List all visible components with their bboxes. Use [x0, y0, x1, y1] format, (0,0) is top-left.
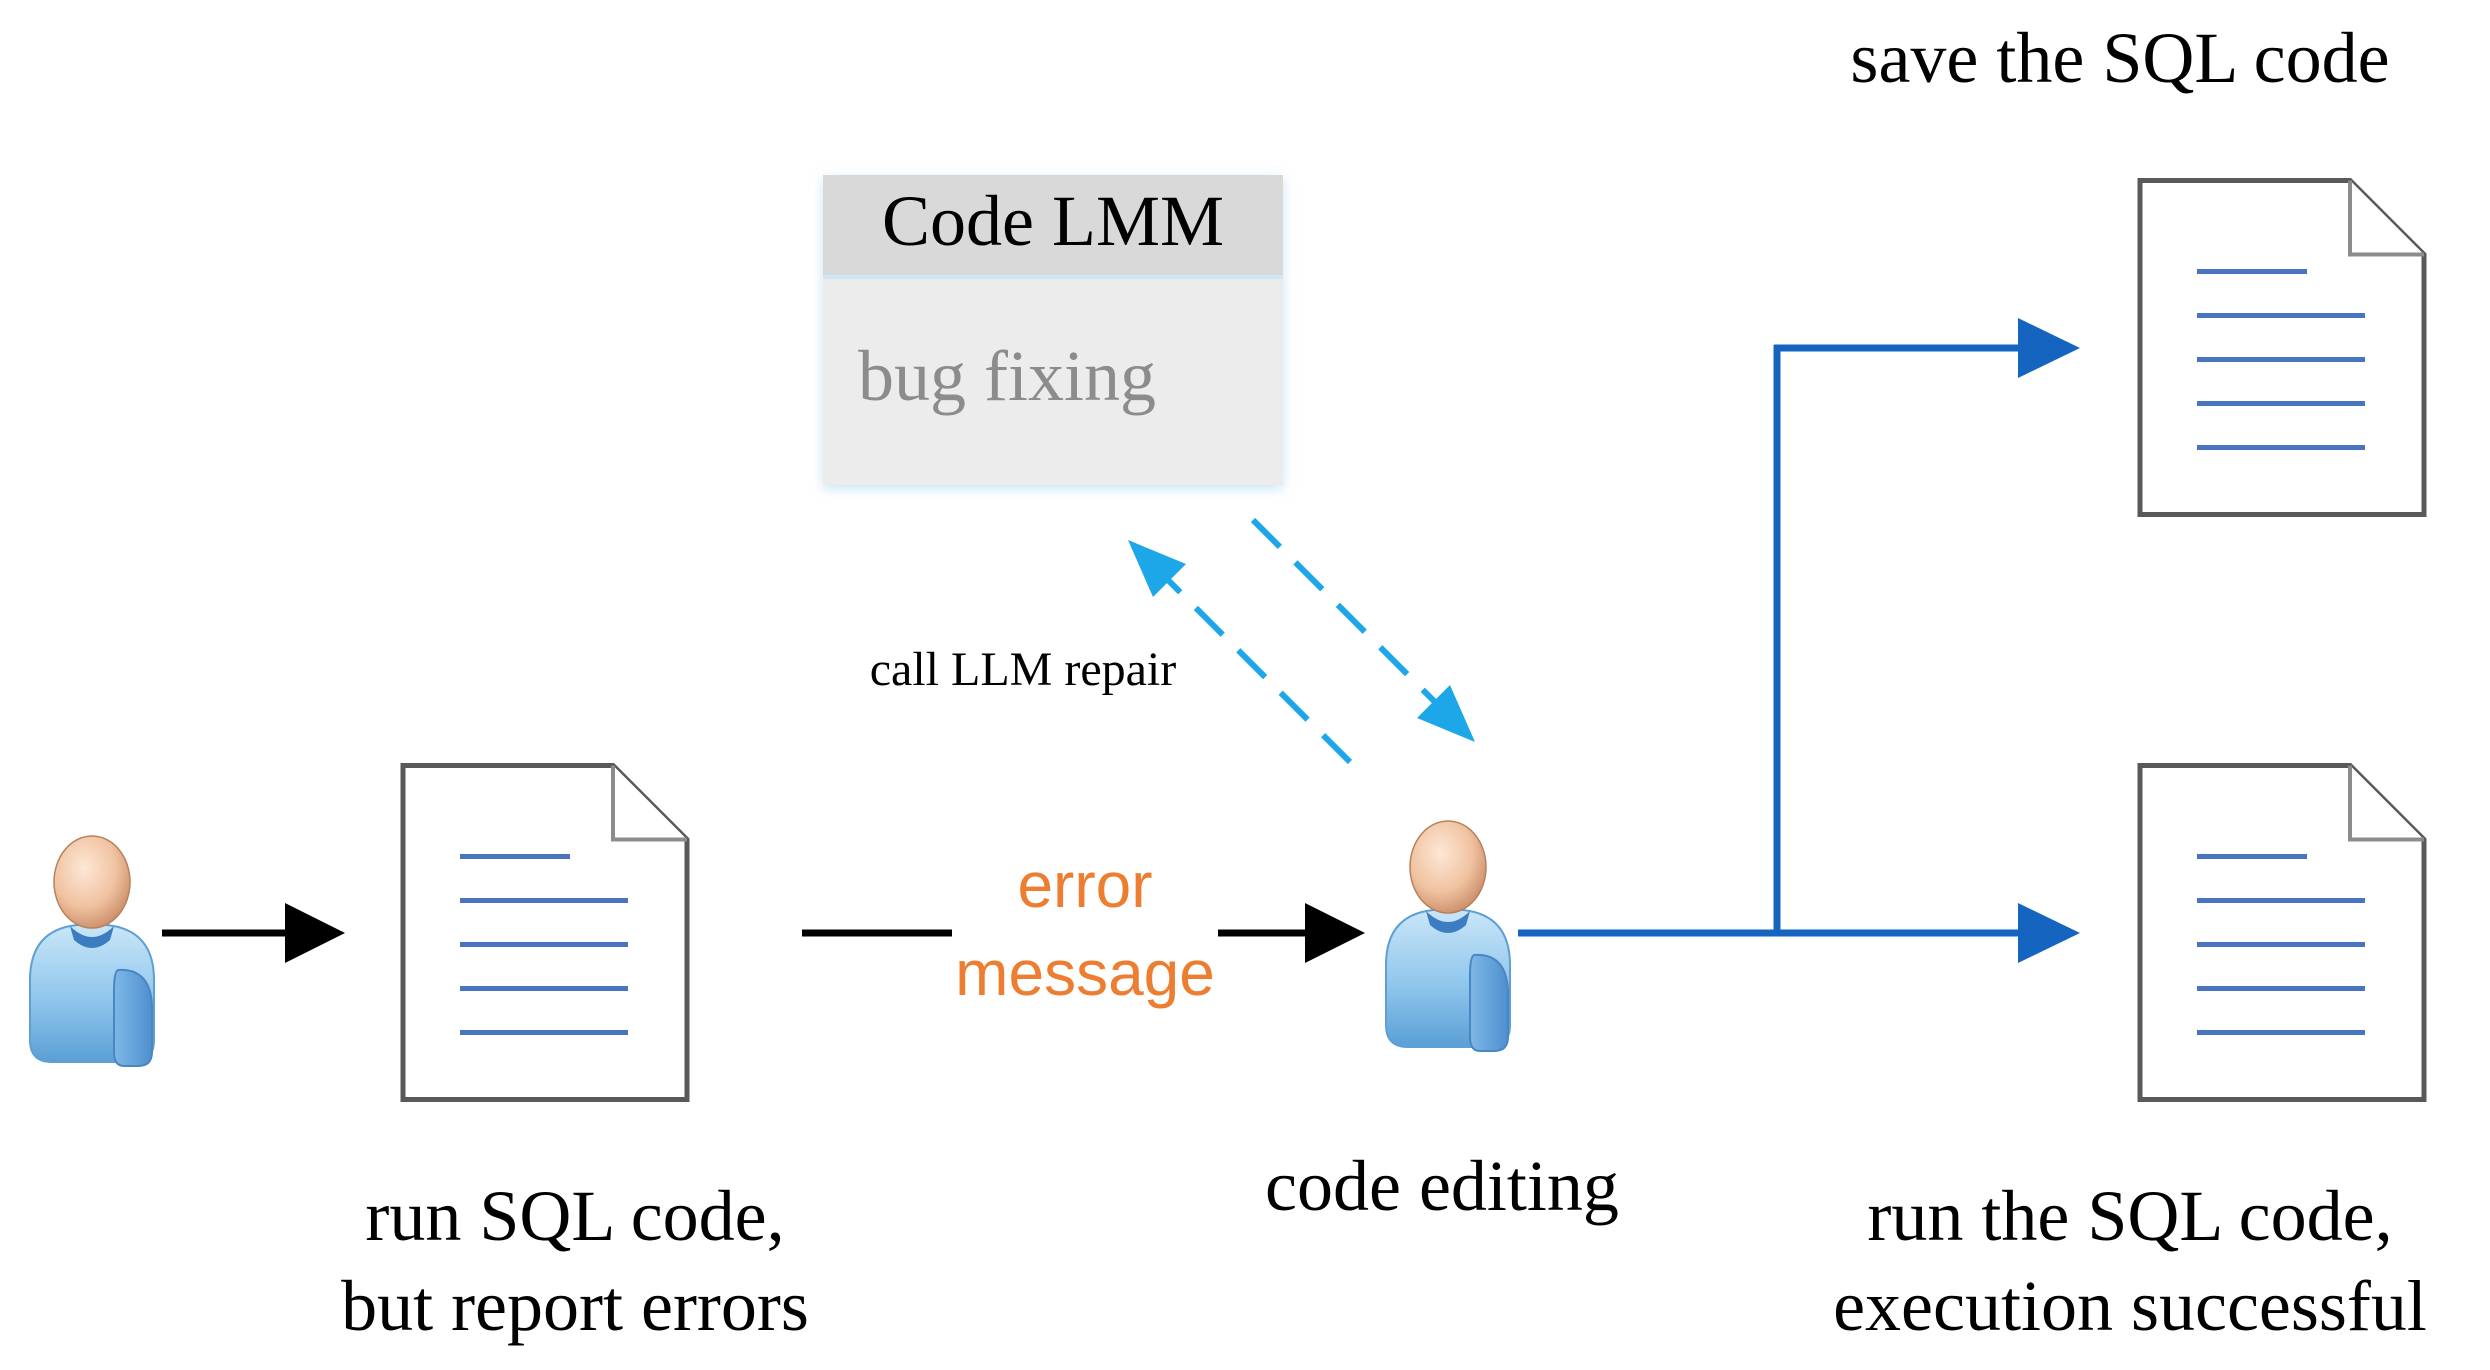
llm-box: [823, 175, 1283, 485]
llm-box-subtitle: bug fixing: [858, 336, 1156, 416]
run-errors-caption-line1: run SQL code,: [365, 1176, 784, 1256]
dashed-arrow-up: [1157, 569, 1353, 765]
arrow-to-code-editing: [1218, 903, 1365, 963]
document-icon: [2140, 181, 2424, 515]
call-llm-label: call LLM repair: [870, 643, 1177, 696]
llm-box-title: Code LMM: [882, 181, 1224, 261]
run-errors-caption-line2: but report errors: [341, 1266, 809, 1346]
dashed-arrowhead-up: [1128, 540, 1186, 597]
llm-call-arrows: [1128, 517, 1475, 765]
document-icon: [2140, 766, 2424, 1100]
run-success-caption-line1: run the SQL code,: [1867, 1176, 2392, 1256]
save-caption: save the SQL code: [1850, 18, 2389, 98]
run-success-caption-line2: execution successful: [1833, 1266, 2427, 1346]
user-icon: [30, 836, 154, 1066]
document-icon: [403, 766, 687, 1100]
success-flow-arrows: [1518, 318, 2080, 963]
dashed-arrowhead-down: [1417, 685, 1475, 742]
error-label-line2: message: [955, 937, 1215, 1009]
error-label-line1: error: [1017, 849, 1152, 921]
code-editing-caption: code editing: [1265, 1146, 1619, 1226]
dashed-arrow-down: [1250, 517, 1446, 713]
user-icon: [1386, 821, 1510, 1051]
arrow-to-run-doc: [162, 903, 345, 963]
